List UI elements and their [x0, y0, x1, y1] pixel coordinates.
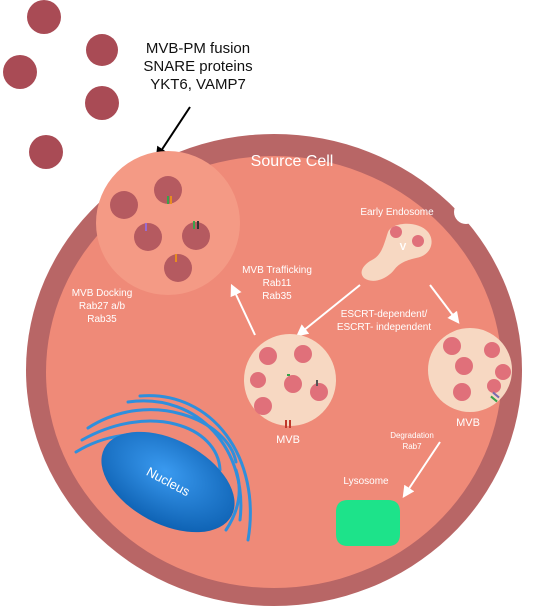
docked-mvb-body [96, 151, 240, 295]
mvb-trafficking-line-3: Rab35 [262, 291, 292, 302]
escrt-line-2: ESCRT- independent [337, 322, 432, 333]
cargo-marker [285, 420, 287, 428]
mvb-left [244, 334, 336, 428]
escrt-label: ESCRT-dependent/ ESCRT- independent [337, 309, 432, 333]
degradation-line-1: Degradation [390, 431, 434, 440]
ilv [412, 235, 424, 247]
svg-text:SNARE proteins: SNARE proteins [143, 58, 252, 75]
membrane-pore [454, 200, 478, 224]
ilv [164, 254, 192, 282]
mvb-trafficking-line-1: MVB Trafficking [242, 265, 312, 276]
snare-marker [167, 196, 169, 204]
mvb-docking-line-3: Rab35 [87, 314, 117, 325]
snare-marker [197, 221, 199, 229]
ilv [259, 347, 277, 365]
early-endosome: V [361, 223, 432, 281]
mvb-trafficking-line-2: Rab11 [263, 278, 292, 289]
early-endosome-label: Early Endosome [360, 207, 434, 218]
fusion-line-3: YKT6, VAMP7 [150, 76, 246, 93]
snare-marker [175, 254, 177, 262]
arrow-endosome-to-mvb-left [296, 284, 361, 337]
mvb-left-label: MVB [276, 434, 300, 446]
cargo-marker [492, 391, 500, 399]
ilv [484, 342, 500, 358]
exosome [85, 86, 119, 120]
mvb-docking-label: MVB Docking Rab27 a/b Rab35 [72, 288, 133, 325]
ilv [254, 397, 272, 415]
mvb-docking-line-1: MVB Docking [72, 288, 133, 299]
ilv [390, 226, 402, 238]
fusion-arrow [155, 106, 191, 160]
cargo-marker [316, 380, 318, 386]
arrow-endosome-to-mvb-right [429, 284, 460, 324]
snare-marker [170, 196, 172, 204]
arrow-trafficking-to-docking [230, 283, 256, 336]
fusion-line-1: MVB-PM fusion [146, 40, 250, 57]
ilv [250, 372, 266, 388]
pathway-arrows [230, 283, 460, 498]
svg-text:YKT6, VAMP7: YKT6, VAMP7 [150, 76, 246, 93]
snare-marker [145, 223, 147, 231]
ilv [453, 383, 471, 401]
cargo-marker [289, 420, 291, 428]
ilv [182, 222, 210, 250]
ilv [134, 223, 162, 251]
source-cell-title: Source Cell [251, 153, 334, 170]
extracellular-exosomes [3, 0, 119, 169]
er-membrane [138, 394, 252, 542]
fusion-line-2: SNARE proteins [143, 58, 252, 75]
arrow-mvb-to-lysosome [402, 441, 441, 498]
degradation-line-2: Rab7 [402, 442, 422, 451]
mvb-right [428, 328, 512, 412]
svg-text:MVB-PM fusion: MVB-PM fusion [146, 40, 250, 57]
lysosome [336, 500, 400, 546]
mvb-trafficking-label: MVB Trafficking Rab11 Rab35 [242, 265, 312, 302]
exosome [3, 55, 37, 89]
ilv [284, 375, 302, 393]
er-membrane [86, 408, 238, 464]
exosome [27, 0, 61, 34]
er-membrane [224, 468, 241, 532]
er-membrane [80, 419, 222, 472]
endosome-v-marker: V [400, 242, 407, 253]
ilv [110, 191, 138, 219]
snare-marker [193, 221, 195, 229]
ilv [495, 364, 511, 380]
docked-mvb [96, 151, 240, 295]
ilv [310, 383, 328, 401]
exosome [29, 135, 63, 169]
ilv [154, 176, 182, 204]
cargo-marker [490, 395, 498, 403]
ilv [443, 337, 461, 355]
cargo-marker [287, 374, 290, 376]
ilv [294, 345, 312, 363]
nucleus: Nucleus [101, 431, 235, 533]
escrt-line-1: ESCRT-dependent/ [341, 309, 428, 320]
exosome [86, 34, 118, 66]
degradation-label: Degradation Rab7 [390, 431, 434, 451]
ilv [487, 379, 501, 393]
lysosome-label: Lysosome [343, 476, 389, 487]
fusion-label: MVB-PM fusion SNARE proteins YKT6, VAMP7 [143, 40, 252, 93]
ilv [455, 357, 473, 375]
mvb-right-label: MVB [456, 417, 480, 429]
nucleus-body [101, 431, 235, 533]
mvb-docking-line-2: Rab27 a/b [79, 301, 126, 312]
